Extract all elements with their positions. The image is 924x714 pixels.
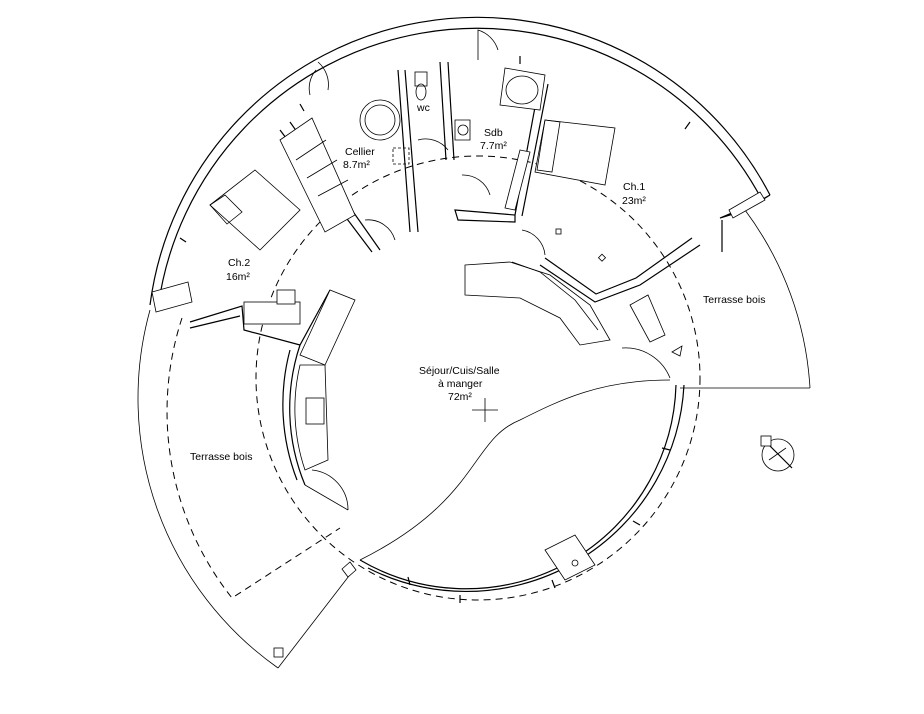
north-arrow-icon [760, 435, 795, 472]
label-wc: wc [416, 102, 430, 114]
label-cellier: Cellier [345, 146, 375, 158]
label-sejour-area: 72m² [448, 391, 472, 403]
label-terrasse-east: Terrasse bois [703, 294, 765, 306]
label-ch1-area: 23m² [622, 195, 646, 207]
east-terrace [680, 194, 811, 389]
door-swings [304, 29, 671, 511]
label-sdb-area: 7.7m² [480, 140, 507, 152]
label-sdb: Sdb [484, 127, 503, 139]
level-marker-icon [671, 345, 683, 357]
label-ch2-area: 16m² [226, 271, 250, 283]
north-wing-outer-wall [149, 16, 771, 309]
label-sejour: Séjour/Cuis/Salle [419, 365, 500, 377]
living-curved-walls [282, 344, 685, 603]
west-terrace [137, 309, 353, 669]
label-terrasse-west: Terrasse bois [190, 451, 252, 463]
kitchen-counter [294, 289, 356, 471]
center-mark [472, 398, 498, 422]
building-outline-dashed [255, 155, 701, 601]
room-labels: Cellier 8.7m² wc Sdb 7.7m² Ch.1 23m² Ch.… [190, 102, 765, 463]
label-cellier-area: 8.7m² [343, 159, 370, 171]
furniture [151, 67, 766, 581]
label-ch2: Ch.2 [228, 257, 250, 269]
curved-bench [464, 261, 611, 346]
label-ch1: Ch.1 [623, 181, 645, 193]
label-sejour-2: à manger [438, 378, 483, 390]
